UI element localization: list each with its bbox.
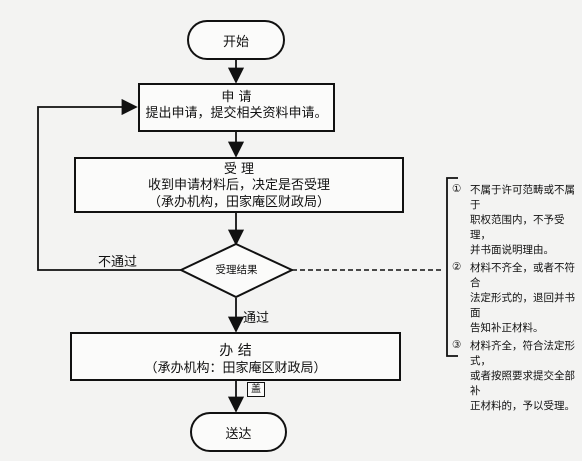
apply-box: 申 请 提出申请，提交相关资料申请。 bbox=[138, 83, 335, 132]
stamp-mark: 盖 bbox=[247, 382, 265, 397]
note-number: ② bbox=[452, 261, 462, 273]
accept-title: 受 理 bbox=[223, 162, 255, 177]
note-line: 职权范围内，不予受理， bbox=[470, 214, 565, 241]
note-line: 或者按照要求提交全部补 bbox=[470, 370, 575, 397]
process-title: 办 结 bbox=[219, 343, 252, 359]
note-item: ① 不属于许可范畴或不属于 职权范围内，不予受理， 并书面说明理由。 bbox=[452, 183, 578, 258]
note-item: ③ 材料齐全，符合法定形式， 或者按照要求提交全部补 正材料的，予以受理。 bbox=[452, 339, 578, 414]
note-line: 并书面说明理由。 bbox=[470, 244, 554, 256]
process-text: （承办机构：田家庵区财政局） bbox=[144, 360, 327, 376]
note-number: ① bbox=[452, 183, 462, 195]
start-node: 开始 bbox=[187, 20, 285, 60]
fail-label: 不通过 bbox=[98, 255, 138, 270]
deliver-node: 送达 bbox=[190, 412, 287, 452]
start-label: 开始 bbox=[222, 34, 249, 50]
process-box: 办 结 （承办机构：田家庵区财政局） bbox=[70, 332, 401, 381]
note-line: 正材料的，予以受理。 bbox=[470, 400, 575, 412]
note-item: ② 材料不齐全，或者不符合 法定形式的，退回并书面 告知补正材料。 bbox=[452, 261, 578, 336]
note-line: 材料不齐全，或者不符合 bbox=[470, 262, 575, 289]
apply-text: 提出申请，提交相关资料申请。 bbox=[145, 106, 328, 122]
accept-box: 受 理 收到申请材料后，决定是否受理 （承办机构，田家庵区财政局） bbox=[74, 157, 404, 213]
note-line: 材料齐全，符合法定形式， bbox=[470, 340, 575, 367]
accept-line1: 收到申请材料后，决定是否受理 bbox=[147, 178, 330, 194]
decision-diamond bbox=[178, 242, 295, 299]
note-line: 不属于许可范畴或不属于 bbox=[470, 184, 575, 211]
decision-label: 受理结果 bbox=[215, 264, 258, 276]
notes-panel: ① 不属于许可范畴或不属于 职权范围内，不予受理， 并书面说明理由。 ② 材料不… bbox=[452, 183, 578, 417]
note-line: 法定形式的，退回并书面 bbox=[470, 292, 575, 319]
deliver-label: 送达 bbox=[225, 426, 252, 442]
note-bracket bbox=[446, 177, 458, 357]
note-number: ③ bbox=[452, 339, 462, 351]
note-line: 告知补正材料。 bbox=[470, 322, 544, 334]
accept-line2: （承办机构，田家庵区财政局） bbox=[147, 194, 330, 210]
arrow-fail-loop bbox=[37, 98, 181, 271]
apply-title: 申 请 bbox=[221, 90, 252, 105]
pass-label: 通过 bbox=[243, 311, 270, 326]
